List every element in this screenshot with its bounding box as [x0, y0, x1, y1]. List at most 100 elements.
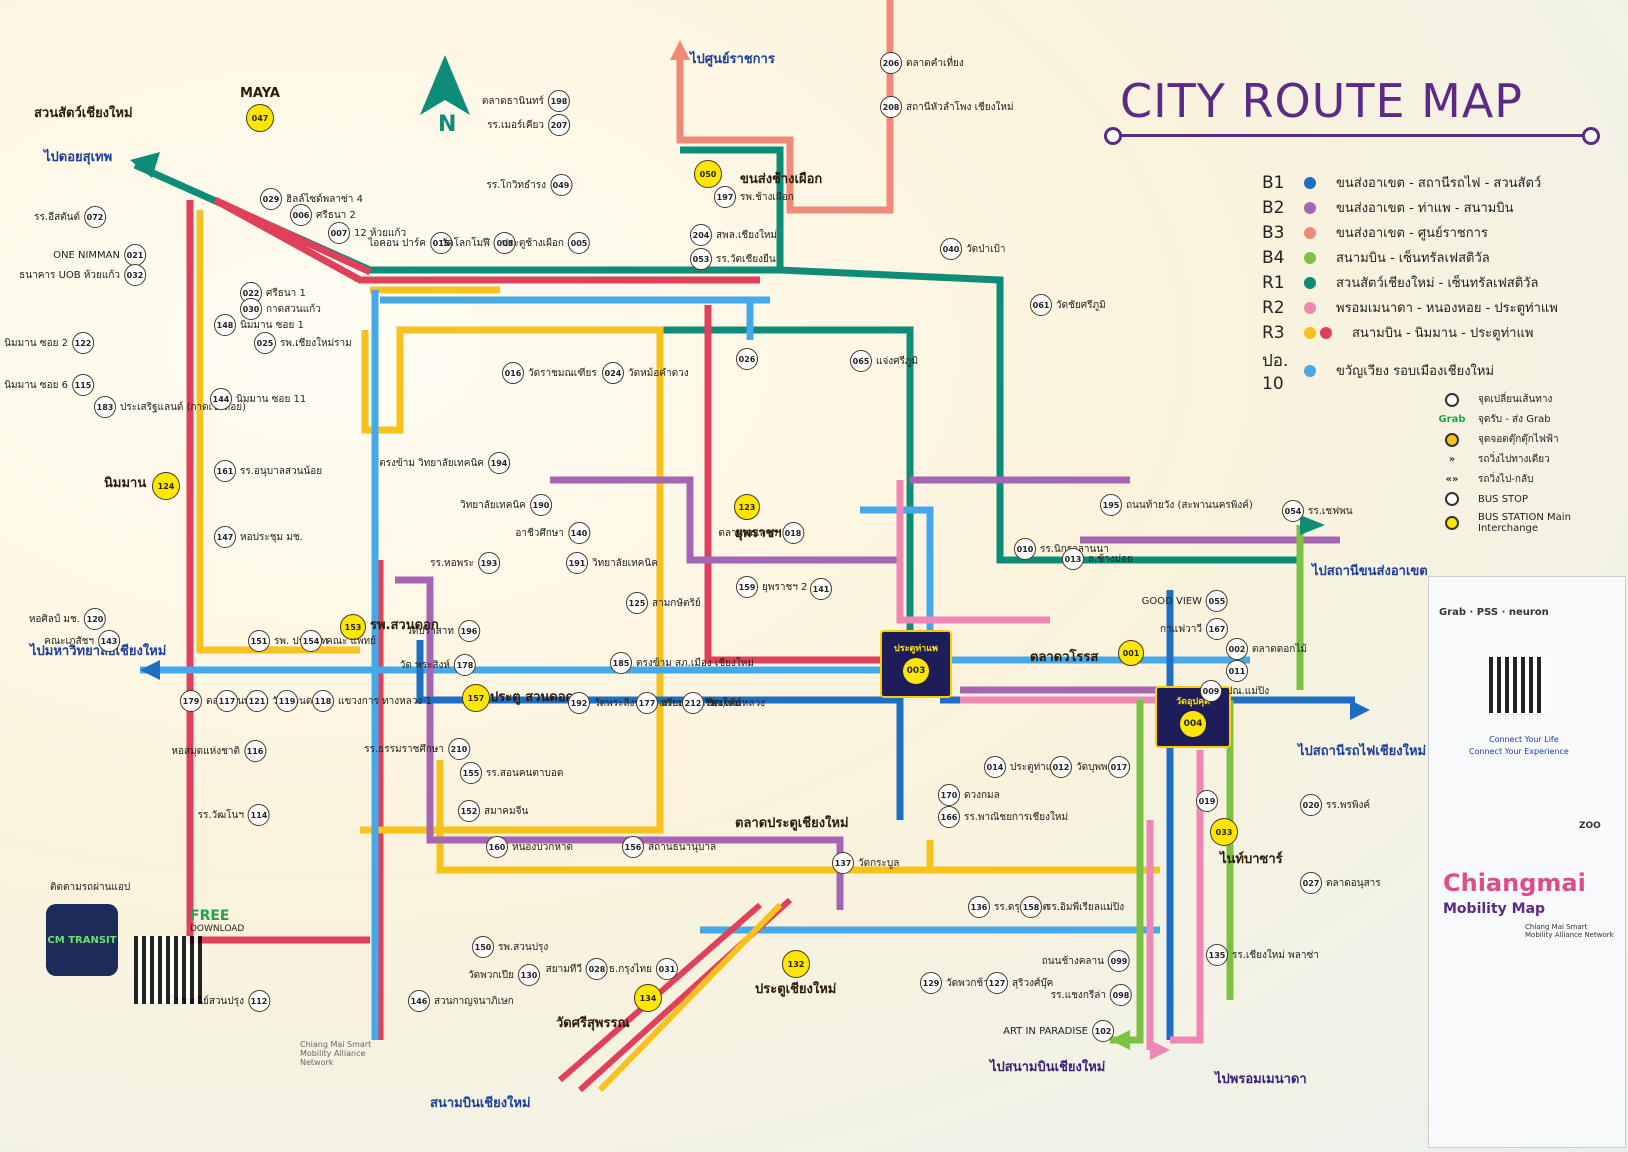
station-thapae[interactable]: ประตูท่าแพ 003 [880, 630, 952, 698]
bus-stop[interactable]: สยามทีวี028 [542, 958, 608, 980]
station-badge-maya[interactable]: 047 [246, 104, 274, 132]
bus-stop[interactable]: ตลาดธานินทร์198 [478, 90, 570, 112]
bus-stop[interactable]: 017 [1108, 756, 1138, 778]
bus-stop[interactable]: หอศิลป์ มช.120 [25, 608, 106, 630]
station-badge-warorot[interactable]: 001 [1118, 640, 1144, 666]
bus-stop[interactable]: รร.อีสตันต์072 [30, 206, 106, 228]
station-badge-suandok[interactable]: 153 [340, 614, 366, 640]
bus-stop[interactable]: 011 [1226, 660, 1256, 682]
bus-stop[interactable]: วัด พระสิงห์178 [396, 654, 476, 676]
station-badge-srisuphan[interactable]: 134 [634, 984, 662, 1012]
qr-code-icon[interactable] [134, 936, 202, 1004]
station-badge-cm-gate[interactable]: 132 [782, 950, 810, 978]
bus-stop[interactable]: หอสมุดแห่งชาติ116 [167, 740, 266, 762]
station-badge-nightbazaar[interactable]: 033 [1210, 818, 1238, 846]
station-badge-suandok-gate[interactable]: 157 [462, 684, 490, 712]
station-badge-yupparaj[interactable]: 123 [734, 494, 760, 520]
bus-stop[interactable]: วัดโลกโมฬี008 [438, 232, 516, 254]
side-qr-icon[interactable] [1489, 657, 1545, 713]
station-badge-transport[interactable]: 050 [694, 160, 722, 188]
station-badge-nimman[interactable]: 124 [152, 472, 180, 500]
bus-stop[interactable]: 026 [736, 348, 766, 370]
bus-stop[interactable]: 141 [810, 578, 840, 600]
bus-stop[interactable]: 019 [1196, 790, 1226, 812]
bus-stop[interactable]: 119 [276, 690, 306, 712]
bus-stop[interactable]: กาแฟวาวี167 [1156, 618, 1228, 640]
bus-stop[interactable]: 117 [216, 690, 246, 712]
